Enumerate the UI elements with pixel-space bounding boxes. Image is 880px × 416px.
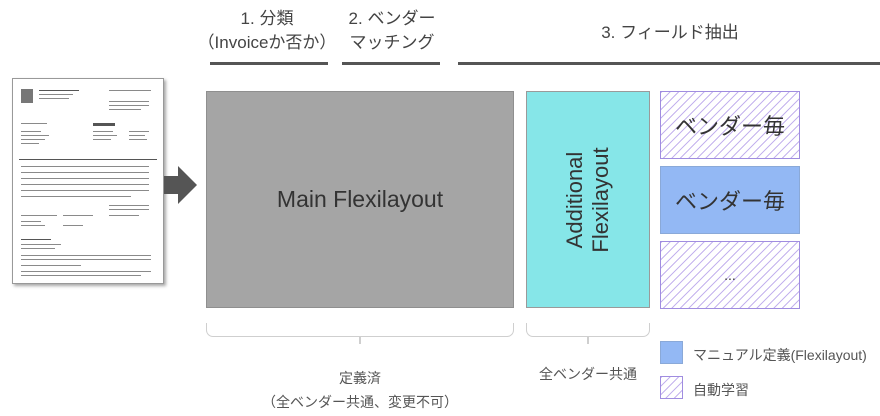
legend-manual-swatch <box>660 341 683 364</box>
vendor-box-label: ベンダー毎 <box>674 114 785 139</box>
legend-auto-swatch <box>660 376 683 399</box>
main-flexilayout-box: Main Flexilayout <box>206 91 514 308</box>
step-2-title: 2. ベンダー <box>348 9 436 28</box>
step-3-label: 3. フィールド抽出 <box>460 22 880 44</box>
bracket-main-tick <box>359 336 361 344</box>
step-3-title: 3. フィールド抽出 <box>601 23 739 42</box>
arrow-right-icon <box>164 166 197 204</box>
vendor-box-label: ベンダー毎 <box>674 189 785 214</box>
bracket-common <box>526 323 650 337</box>
additional-flexilayout-box: Additional Flexilayout <box>526 91 650 308</box>
step-2-bar <box>342 62 440 65</box>
vendor-box-auto-1: ベンダー毎 <box>660 91 800 159</box>
vendor-box-ellipsis: ... <box>724 267 736 283</box>
main-flexilayout-label: Main Flexilayout <box>276 186 444 212</box>
step-1-subtitle: （Invoiceか否か） <box>197 33 337 52</box>
defined-sublabel: （全ベンダー共通、変更不可） <box>262 394 458 410</box>
vendor-box-manual: ベンダー毎 <box>660 166 800 234</box>
common-label: 全ベンダー共通 <box>539 366 637 382</box>
step-3-bar <box>458 62 880 65</box>
step-2-label: 2. ベンダー マッチング <box>332 8 452 54</box>
defined-label: 定義済 <box>339 370 381 386</box>
step-1-title: 1. 分類 <box>240 9 294 28</box>
bracket-common-tick <box>587 336 589 344</box>
bracket-main <box>206 323 514 337</box>
legend-auto-label: 自動学習 <box>693 382 749 398</box>
invoice-logo-icon <box>21 89 33 103</box>
step-1-label: 1. 分類 （Invoiceか否か） <box>172 8 362 54</box>
invoice-document <box>12 78 164 284</box>
step-1-bar <box>210 62 328 65</box>
step-2-subtitle: マッチング <box>349 33 435 52</box>
legend-manual-label: マニュアル定義(Flexilayout) <box>693 347 867 363</box>
additional-flexilayout-label: Additional Flexilayout <box>562 146 613 253</box>
vendor-box-auto-2: ... <box>660 241 800 309</box>
